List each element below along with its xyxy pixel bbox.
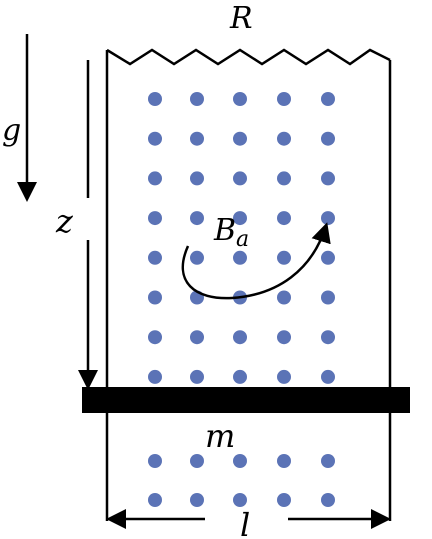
sliding-rod xyxy=(82,387,410,413)
gravity-label: g xyxy=(2,113,21,148)
field-dot xyxy=(277,92,291,106)
field-dot xyxy=(277,250,291,265)
field-dot xyxy=(233,454,247,468)
field-dot xyxy=(277,493,291,507)
length-label: l xyxy=(240,506,250,539)
field-dot xyxy=(277,171,291,186)
field-dot xyxy=(321,250,335,265)
field-dot xyxy=(321,171,335,186)
field-dot xyxy=(321,290,335,305)
field-dot xyxy=(190,330,204,345)
field-dot xyxy=(148,454,162,468)
field-dot xyxy=(233,250,247,265)
field-dot xyxy=(277,454,291,468)
field-dot xyxy=(233,211,247,226)
field-dot xyxy=(190,250,204,265)
field-dot xyxy=(233,330,247,345)
field-dot xyxy=(277,330,291,345)
field-dot xyxy=(321,92,335,106)
field-dot xyxy=(321,131,335,146)
field-dot xyxy=(277,131,291,146)
field-dot xyxy=(321,454,335,468)
field-label-subscript: a xyxy=(236,227,249,252)
field-dot xyxy=(277,211,291,226)
magnetic-field-dots xyxy=(148,92,335,507)
field-dot xyxy=(277,290,291,305)
mass-label: m xyxy=(205,417,235,455)
field-dot xyxy=(190,131,204,146)
field-dot xyxy=(190,493,204,507)
field-dot xyxy=(148,250,162,265)
field-dot xyxy=(148,131,162,146)
field-dot xyxy=(321,369,335,384)
field-dot xyxy=(321,493,335,507)
field-dot xyxy=(148,493,162,507)
field-dot xyxy=(190,211,204,226)
field-dot xyxy=(233,171,247,186)
curved-current-arrow xyxy=(181,222,331,300)
resistor-label: R xyxy=(229,1,253,36)
field-dot xyxy=(190,369,204,384)
field-dot xyxy=(148,92,162,106)
field-dot xyxy=(148,211,162,226)
field-dot xyxy=(233,92,247,106)
field-dot xyxy=(148,330,162,345)
field-dot xyxy=(148,171,162,186)
resistor-zigzag xyxy=(106,48,391,66)
field-label-main: B xyxy=(213,213,236,248)
field-dot xyxy=(148,290,162,305)
field-label: Ba xyxy=(213,213,249,252)
height-label: z xyxy=(55,202,74,240)
field-dot xyxy=(190,454,204,468)
field-dot xyxy=(148,369,162,384)
field-dot xyxy=(190,92,204,106)
field-dot xyxy=(233,369,247,384)
field-dot xyxy=(233,493,247,507)
field-dot xyxy=(190,171,204,186)
field-dot xyxy=(321,211,335,226)
field-dot xyxy=(277,369,291,384)
field-dot xyxy=(321,330,335,345)
field-dot xyxy=(233,131,247,146)
